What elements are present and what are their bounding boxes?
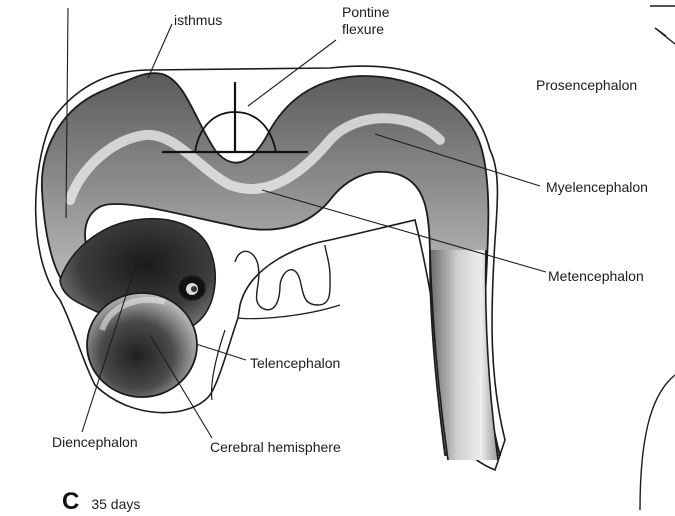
label-pontine-line1: Pontine [342, 4, 389, 21]
label-metencephalon: Metencephalon [548, 268, 644, 284]
label-prosencephalon: Prosencephalon [536, 77, 637, 93]
label-cerebral-hemisphere: Cerebral hemisphere [210, 439, 341, 455]
label-pontine-line2: flexure [342, 21, 389, 38]
pharyngeal-arches [235, 245, 330, 310]
optic-cup [179, 276, 205, 300]
adjacent-figure-fragment [650, 6, 675, 44]
label-diencephalon: Diencephalon [52, 434, 138, 450]
label-pontine-flexure: Pontine flexure [342, 4, 389, 38]
figure-panel-caption: C 35 days [62, 488, 140, 516]
label-telencephalon: Telencephalon [250, 355, 340, 371]
panel-letter: C [62, 488, 79, 516]
label-myelencephalon: Myelencephalon [546, 179, 648, 195]
cerebral-hemisphere-shape [87, 293, 197, 397]
label-isthmus: isthmus [174, 12, 222, 28]
